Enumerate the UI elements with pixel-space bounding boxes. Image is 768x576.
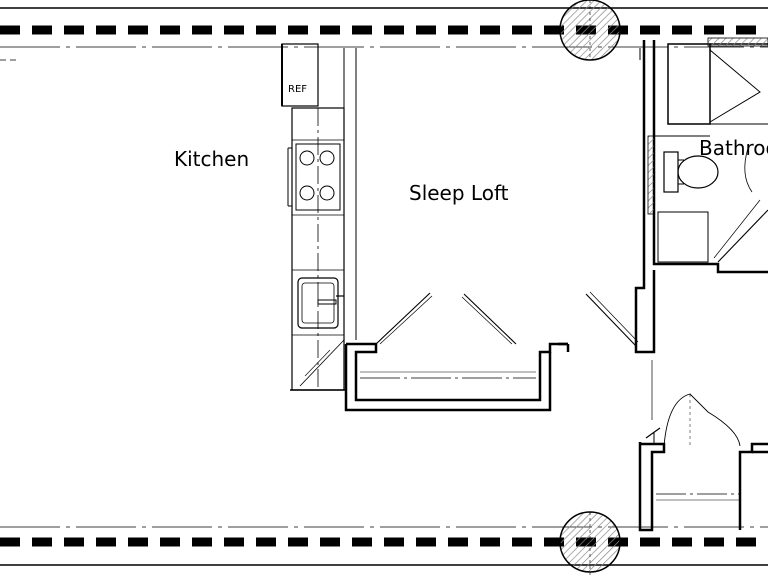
loft-closet [344, 292, 570, 412]
shower-hatch [707, 37, 768, 47]
refrigerator-label: REF [288, 84, 307, 95]
burner-icon [319, 185, 335, 201]
top-exterior-wall [0, 7, 768, 48]
kitchen-counter [281, 43, 357, 391]
cooktop [295, 143, 341, 211]
lower-closet [638, 360, 768, 532]
sleep-loft-label: Sleep Loft [409, 181, 509, 205]
closet-door-swing [663, 393, 741, 447]
bathroom-walls [634, 37, 768, 354]
burner-icon [299, 150, 315, 166]
bottom-exterior-wall [0, 526, 768, 566]
toilet-tank [663, 151, 679, 193]
burner-icon [319, 150, 335, 166]
refrigerator [281, 43, 319, 107]
bathroom-label: Bathroom [699, 136, 768, 160]
sink [297, 277, 339, 329]
closet-door-right [463, 293, 517, 345]
bathroom-door-swing [717, 209, 768, 263]
column-top [559, 0, 621, 61]
closet-door-left [375, 292, 431, 345]
burner-icon [299, 185, 315, 201]
kitchen-label: Kitchen [174, 147, 249, 171]
bath-hatch-strip [647, 135, 655, 215]
loft-door [585, 291, 639, 347]
column-bottom [559, 511, 621, 576]
toilet-bowl [677, 155, 719, 189]
